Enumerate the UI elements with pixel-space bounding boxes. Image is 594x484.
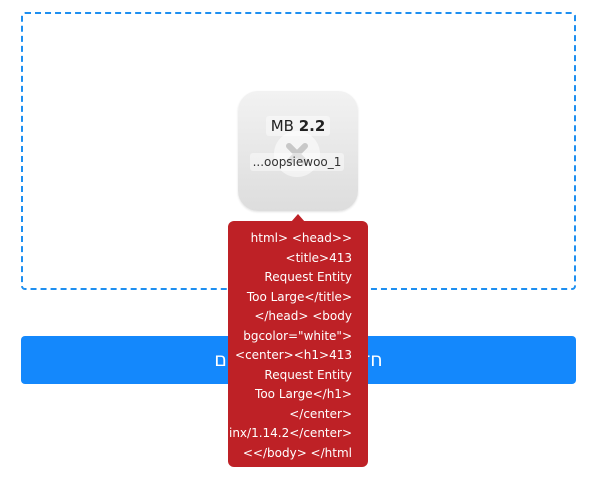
error-line: Too Large</title> <box>246 289 352 304</box>
error-line: Request Entity <box>264 270 352 284</box>
file-size-unit: MB <box>270 117 294 135</box>
error-line: Too Large</h1> <box>255 387 352 401</box>
error-tooltip: html> <head>> <title>413 Request Entity … <box>228 221 368 467</box>
error-line: <center><h1>413 <box>235 348 352 362</box>
x-icon <box>286 143 308 165</box>
error-line: <title>413 <box>285 250 352 265</box>
file-preview[interactable]: MB 2.2 ...oopsiewoo_1 <box>238 91 358 211</box>
error-line: nginx/1.14.2</center> <box>228 426 352 440</box>
tooltip-arrow <box>291 214 305 222</box>
error-line: </head> <body <box>254 309 352 323</box>
file-size-number: 2.2 <box>298 117 326 135</box>
error-line: <</body> </html <box>242 445 352 460</box>
error-line: html> <head>> <box>250 231 352 245</box>
file-size: MB 2.2 <box>266 116 330 136</box>
error-line: </center> <box>289 406 352 421</box>
file-name: ...oopsiewoo_1 <box>250 153 344 171</box>
error-line: bgcolor="white"> <box>243 328 352 343</box>
error-line: Request Entity <box>264 367 352 382</box>
error-mark-icon <box>274 131 320 177</box>
error-message: html> <head>> <title>413 Request Entity … <box>228 229 352 463</box>
